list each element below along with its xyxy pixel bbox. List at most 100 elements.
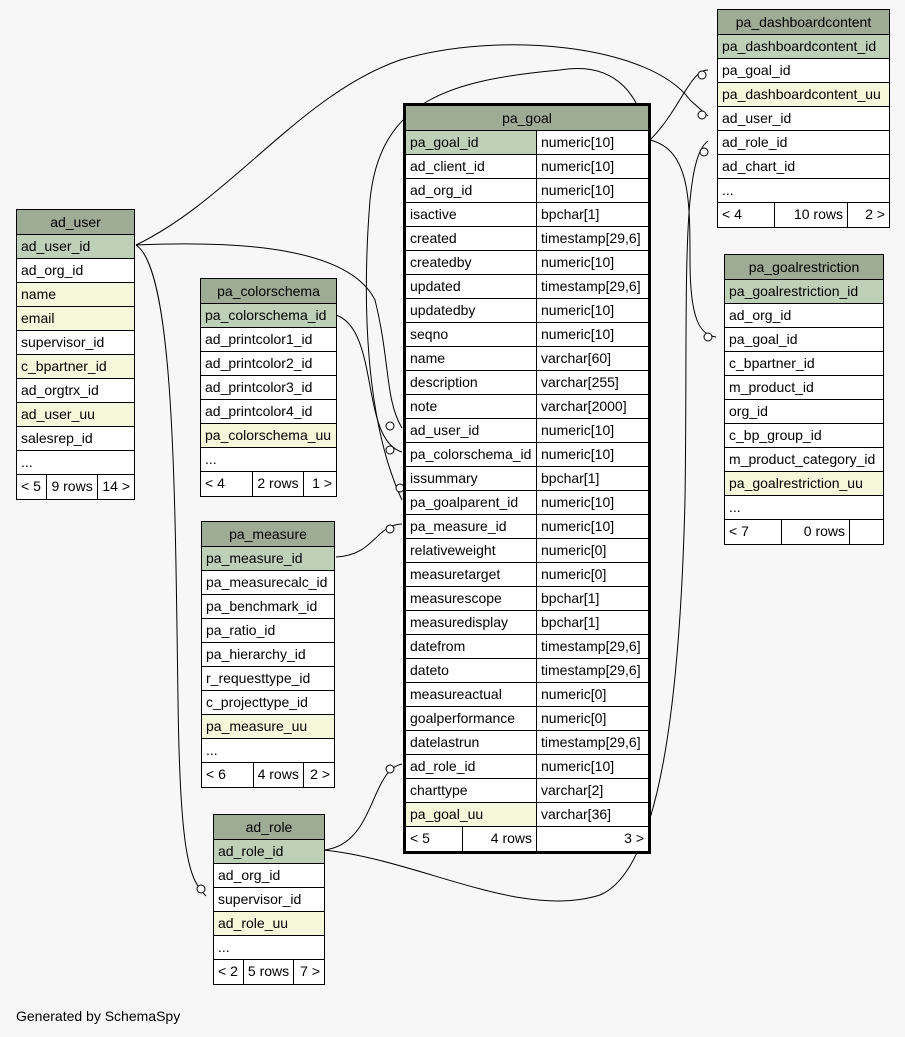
column-row[interactable]: ...: [201, 448, 336, 472]
column-row[interactable]: ...: [202, 739, 334, 763]
column-row[interactable]: pa_dashboardcontent_id: [718, 35, 889, 59]
column-row[interactable]: ad_printcolor1_id: [201, 328, 336, 352]
column-row[interactable]: supervisor_id: [214, 888, 324, 912]
table-title[interactable]: pa_measure: [202, 522, 334, 547]
parents-count[interactable]: < 7: [729, 523, 749, 539]
column-row[interactable]: pa_benchmark_id: [202, 595, 334, 619]
parents-count[interactable]: < 6: [206, 766, 226, 782]
column-row[interactable]: pa_colorschema_uu: [201, 424, 336, 448]
column-row[interactable]: pa_measure_id: [202, 547, 334, 571]
column-row[interactable]: ad_role_id: [214, 840, 324, 864]
column-row[interactable]: m_product_id: [725, 376, 883, 400]
column-row[interactable]: ...: [718, 179, 889, 203]
table-title[interactable]: pa_goal: [406, 106, 648, 131]
column-row[interactable]: salesrep_id: [17, 427, 134, 451]
parents-count[interactable]: < 2: [218, 963, 238, 979]
table-title[interactable]: pa_goalrestriction: [725, 255, 883, 280]
parents-count[interactable]: < 4: [205, 475, 225, 491]
column-row[interactable]: pa_dashboardcontent_uu: [718, 83, 889, 107]
column-row[interactable]: c_bpartner_id: [17, 355, 134, 379]
column-row[interactable]: ad_user_id: [718, 107, 889, 131]
column-row[interactable]: ad_org_id: [17, 259, 134, 283]
column-row[interactable]: pa_ratio_id: [202, 619, 334, 643]
column-row[interactable]: pa_goal_id: [725, 328, 883, 352]
column-row[interactable]: ad_user_id: [17, 235, 134, 259]
column-row[interactable]: email: [17, 307, 134, 331]
parents-count[interactable]: < 5: [410, 830, 430, 846]
column-row[interactable]: ad_user_uu: [17, 403, 134, 427]
column-row[interactable]: r_requesttype_id: [202, 667, 334, 691]
column-row[interactable]: c_projecttype_id: [202, 691, 334, 715]
column-row[interactable]: ad_role_id: [718, 131, 889, 155]
table-title[interactable]: ad_user: [17, 210, 134, 235]
column-row[interactable]: ad_chart_id: [718, 155, 889, 179]
column-row[interactable]: pa_goal_id: [718, 59, 889, 83]
children-count[interactable]: 2 >: [302, 763, 334, 787]
column-row[interactable]: ad_role_uu: [214, 912, 324, 936]
column-row[interactable]: org_id: [725, 400, 883, 424]
column-row[interactable]: m_product_category_id: [725, 448, 883, 472]
column-row[interactable]: pa_colorschema_id: [201, 304, 336, 328]
parents-count[interactable]: < 5: [21, 478, 41, 494]
column-row[interactable]: pa_goalrestriction_id: [725, 280, 883, 304]
column-row[interactable]: ad_printcolor2_id: [201, 352, 336, 376]
column-row[interactable]: ...: [214, 936, 324, 960]
children-count[interactable]: 14 >: [96, 475, 134, 499]
column-row[interactable]: ...: [17, 451, 134, 475]
column-row[interactable]: pa_goalrestriction_uu: [725, 472, 883, 496]
column-row[interactable]: c_bp_group_id: [725, 424, 883, 448]
column-row[interactable]: supervisor_id: [17, 331, 134, 355]
column-row[interactable]: c_bpartner_id: [725, 352, 883, 376]
parents-count[interactable]: < 4: [722, 206, 742, 222]
children-count[interactable]: [849, 520, 883, 544]
column-row[interactable]: name: [17, 283, 134, 307]
column-row[interactable]: ...: [725, 496, 883, 520]
column-row[interactable]: ad_printcolor4_id: [201, 400, 336, 424]
children-count[interactable]: 7 >: [293, 960, 324, 984]
children-count[interactable]: 2 >: [847, 203, 889, 227]
children-count[interactable]: 3 >: [536, 827, 648, 851]
table-title[interactable]: ad_role: [214, 815, 324, 840]
column-row[interactable]: ad_printcolor3_id: [201, 376, 336, 400]
column-row[interactable]: pa_measure_uu: [202, 715, 334, 739]
table-title[interactable]: pa_colorschema: [201, 279, 336, 304]
children-count[interactable]: 1 >: [302, 472, 336, 496]
table-title[interactable]: pa_dashboardcontent: [718, 10, 889, 35]
column-row[interactable]: pa_measurecalc_id: [202, 571, 334, 595]
column-row[interactable]: pa_hierarchy_id: [202, 643, 334, 667]
